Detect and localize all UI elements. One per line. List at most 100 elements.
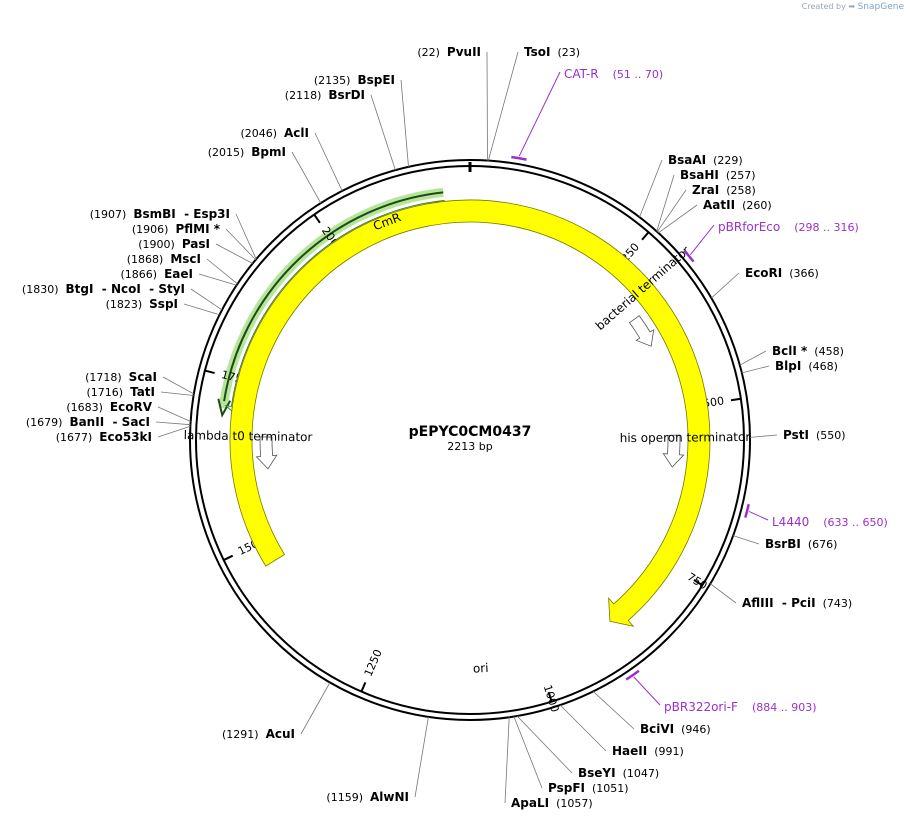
enzyme-site-banii[interactable]: (1679) BanII - SacI — [26, 415, 191, 429]
enzyme-label: (1716) TatI — [86, 385, 155, 399]
enzyme-site-zrai[interactable]: ZraI (258) — [656, 183, 756, 233]
enzyme-site-scai[interactable]: (1718) ScaI — [85, 370, 194, 395]
enzyme-name: PasI — [182, 237, 210, 251]
enzyme-position: (1683) — [66, 401, 103, 414]
enzyme-spacer — [244, 146, 251, 159]
primer-spacer — [738, 701, 752, 714]
enzyme-position: (260) — [742, 199, 772, 212]
backbone-circle — [189, 159, 751, 721]
enzyme-leader-line — [592, 691, 635, 730]
snapgene-credit: Created by ➡ SnapGene — [802, 2, 904, 12]
enzyme-site-btgi[interactable]: (1830) BtgI - NcoI - StyI — [22, 282, 223, 311]
enzyme-label: (22) PvuII — [417, 45, 481, 59]
enzyme-leader-line — [414, 716, 429, 798]
enzyme-leader-line — [656, 174, 675, 232]
enzyme-site-alwni[interactable]: (1159) AlwNI — [326, 716, 429, 804]
enzyme-site-pspfi[interactable]: PspFI (1051) — [513, 716, 629, 796]
enzyme-site-bsrdi[interactable]: (2118) BsrDI — [285, 88, 396, 171]
enzyme-spacer — [616, 767, 623, 780]
enzyme-site-acui[interactable]: (1291) AcuI — [222, 682, 331, 742]
enzyme-name: AclI — [284, 126, 309, 140]
enzyme-site-bspei[interactable]: (2135) BspEI — [314, 73, 409, 167]
primer-l4440[interactable]: L4440 (633 .. 650) — [744, 503, 888, 529]
enzyme-site-psti[interactable]: PstI (550) — [749, 428, 846, 442]
feature-label-his-operon-terminator: his operon terminator — [620, 430, 751, 445]
enzyme-site-sspi[interactable]: (1823) SspI — [106, 297, 220, 316]
enzyme-site-bsrbi[interactable]: BsrBI (676) — [733, 535, 837, 551]
enzyme-leader-line — [235, 213, 257, 260]
enzyme-site-tsoi[interactable]: TsoI (23) — [487, 45, 580, 161]
enzyme-site-pflmi[interactable]: (1906) PflMI * — [132, 222, 256, 261]
enzyme-leader-line — [183, 303, 220, 316]
enzyme-name: BciVI — [640, 722, 674, 736]
enzyme-leader-line — [739, 350, 767, 366]
enzyme-position: (1679) — [26, 416, 63, 429]
tick-mark-250 — [641, 231, 650, 241]
enzyme-spacer — [142, 298, 149, 311]
enzyme-name: BsmBI — [133, 207, 175, 221]
enzyme-site-eaei[interactable]: (1866) EaeI — [121, 267, 237, 286]
primer-sites: CAT-R (51 .. 70) pBRforEco (298 .. 316) L4… — [511, 67, 888, 714]
enzyme-site-eco53ki[interactable]: (1677) Eco53kI — [56, 425, 191, 444]
snapgene-logo-icon: ➡ — [848, 2, 856, 11]
enzyme-site-bseyi[interactable]: BseYI (1047) — [516, 715, 659, 780]
enzyme-spacer — [647, 745, 654, 758]
enzyme-name: BpmI — [251, 145, 286, 159]
enzyme-site-pasi[interactable]: (1900) PasI — [138, 237, 253, 264]
primer-pbrforeco[interactable]: pBRforEco (298 .. 316) — [683, 220, 859, 263]
enzyme-position: (1907) — [90, 208, 127, 221]
enzyme-label: ZraI (258) — [692, 183, 756, 197]
primer-label: L4440 (633 .. 650) — [772, 515, 888, 529]
enzyme-spacer — [585, 782, 592, 795]
primer-spacer — [780, 221, 794, 234]
enzyme-leader-line — [710, 583, 737, 604]
tick-mark-2000 — [313, 214, 321, 224]
enzyme-name: AlwNI — [370, 790, 409, 804]
primer-spacer — [809, 516, 823, 529]
enzyme-site-bcli[interactable]: BclI * (458) — [739, 344, 844, 366]
enzyme-site-bsmbi[interactable]: (1907) BsmBI - Esp3I — [90, 207, 257, 260]
enzyme-spacer — [123, 386, 130, 399]
enzyme-site-ecorv[interactable]: (1683) EcoRV — [66, 400, 191, 422]
feature-label-ori: ori — [473, 661, 489, 676]
enzyme-site-bsaai[interactable]: BsaAI (229) — [639, 153, 743, 218]
enzyme-site-blpi[interactable]: BlpI (468) — [741, 359, 838, 374]
enzyme-position: (1716) — [86, 386, 123, 399]
enzyme-name: BsrDI — [328, 88, 365, 102]
enzyme-name: BsrBI — [765, 537, 801, 551]
enzyme-spacer — [816, 597, 823, 610]
enzyme-spacer — [122, 371, 129, 384]
enzyme-label: BsaAI (229) — [668, 153, 743, 167]
enzyme-label: (2135) BspEI — [314, 73, 395, 87]
enzyme-site-msci[interactable]: (1868) MscI — [127, 252, 238, 285]
primer-cat-r[interactable]: CAT-R (51 .. 70) — [511, 67, 663, 161]
enzyme-name: EcoRV — [110, 400, 153, 414]
enzyme-name: PstI — [783, 428, 809, 442]
enzyme-site-pvuii[interactable]: (22) PvuII — [417, 45, 488, 161]
enzyme-label: BlpI (468) — [775, 359, 838, 373]
enzyme-label: (1830) BtgI - NcoI - StyI — [22, 282, 185, 296]
enzyme-site-bsahi[interactable]: BsaHI (257) — [656, 168, 756, 232]
enzyme-site-apali[interactable]: ApaLI (1057) — [504, 717, 593, 810]
feature-arrow-bacterial-terminator — [628, 315, 655, 347]
enzyme-position: (2135) — [314, 74, 351, 87]
enzyme-leader-line — [198, 273, 237, 286]
primer-pbr322ori-f[interactable]: pBR322ori-F (884 .. 903) — [625, 669, 817, 714]
enzyme-name: BsaHI — [680, 168, 719, 182]
enzyme-site-ecori[interactable]: EcoRI (366) — [711, 266, 819, 299]
primer-label: pBRforEco (298 .. 316) — [718, 220, 859, 234]
enzyme-label: (1159) AlwNI — [326, 790, 409, 804]
enzyme-position: (1906) — [132, 223, 169, 236]
enzyme-separator: - — [774, 596, 792, 610]
enzyme-site-afliii[interactable]: AflIII - PciI (743) — [710, 583, 852, 610]
enzyme-label: (1718) ScaI — [85, 370, 157, 384]
enzyme-site-haeii[interactable]: HaeII (991) — [559, 704, 684, 758]
tick-label: 750 — [685, 570, 710, 592]
enzyme-position: (2015) — [208, 146, 245, 159]
enzyme-site-aatii[interactable]: AatII (260) — [658, 198, 772, 234]
feature-arrows — [224, 199, 711, 627]
enzyme-site-bcivi[interactable]: BciVI (946) — [592, 691, 711, 736]
enzyme-site-bpmi[interactable]: (2015) BpmI — [208, 145, 322, 204]
enzyme-site-tati[interactable]: (1716) TatI — [86, 385, 194, 399]
enzyme-site-acli[interactable]: (2046) AclI — [240, 126, 343, 192]
